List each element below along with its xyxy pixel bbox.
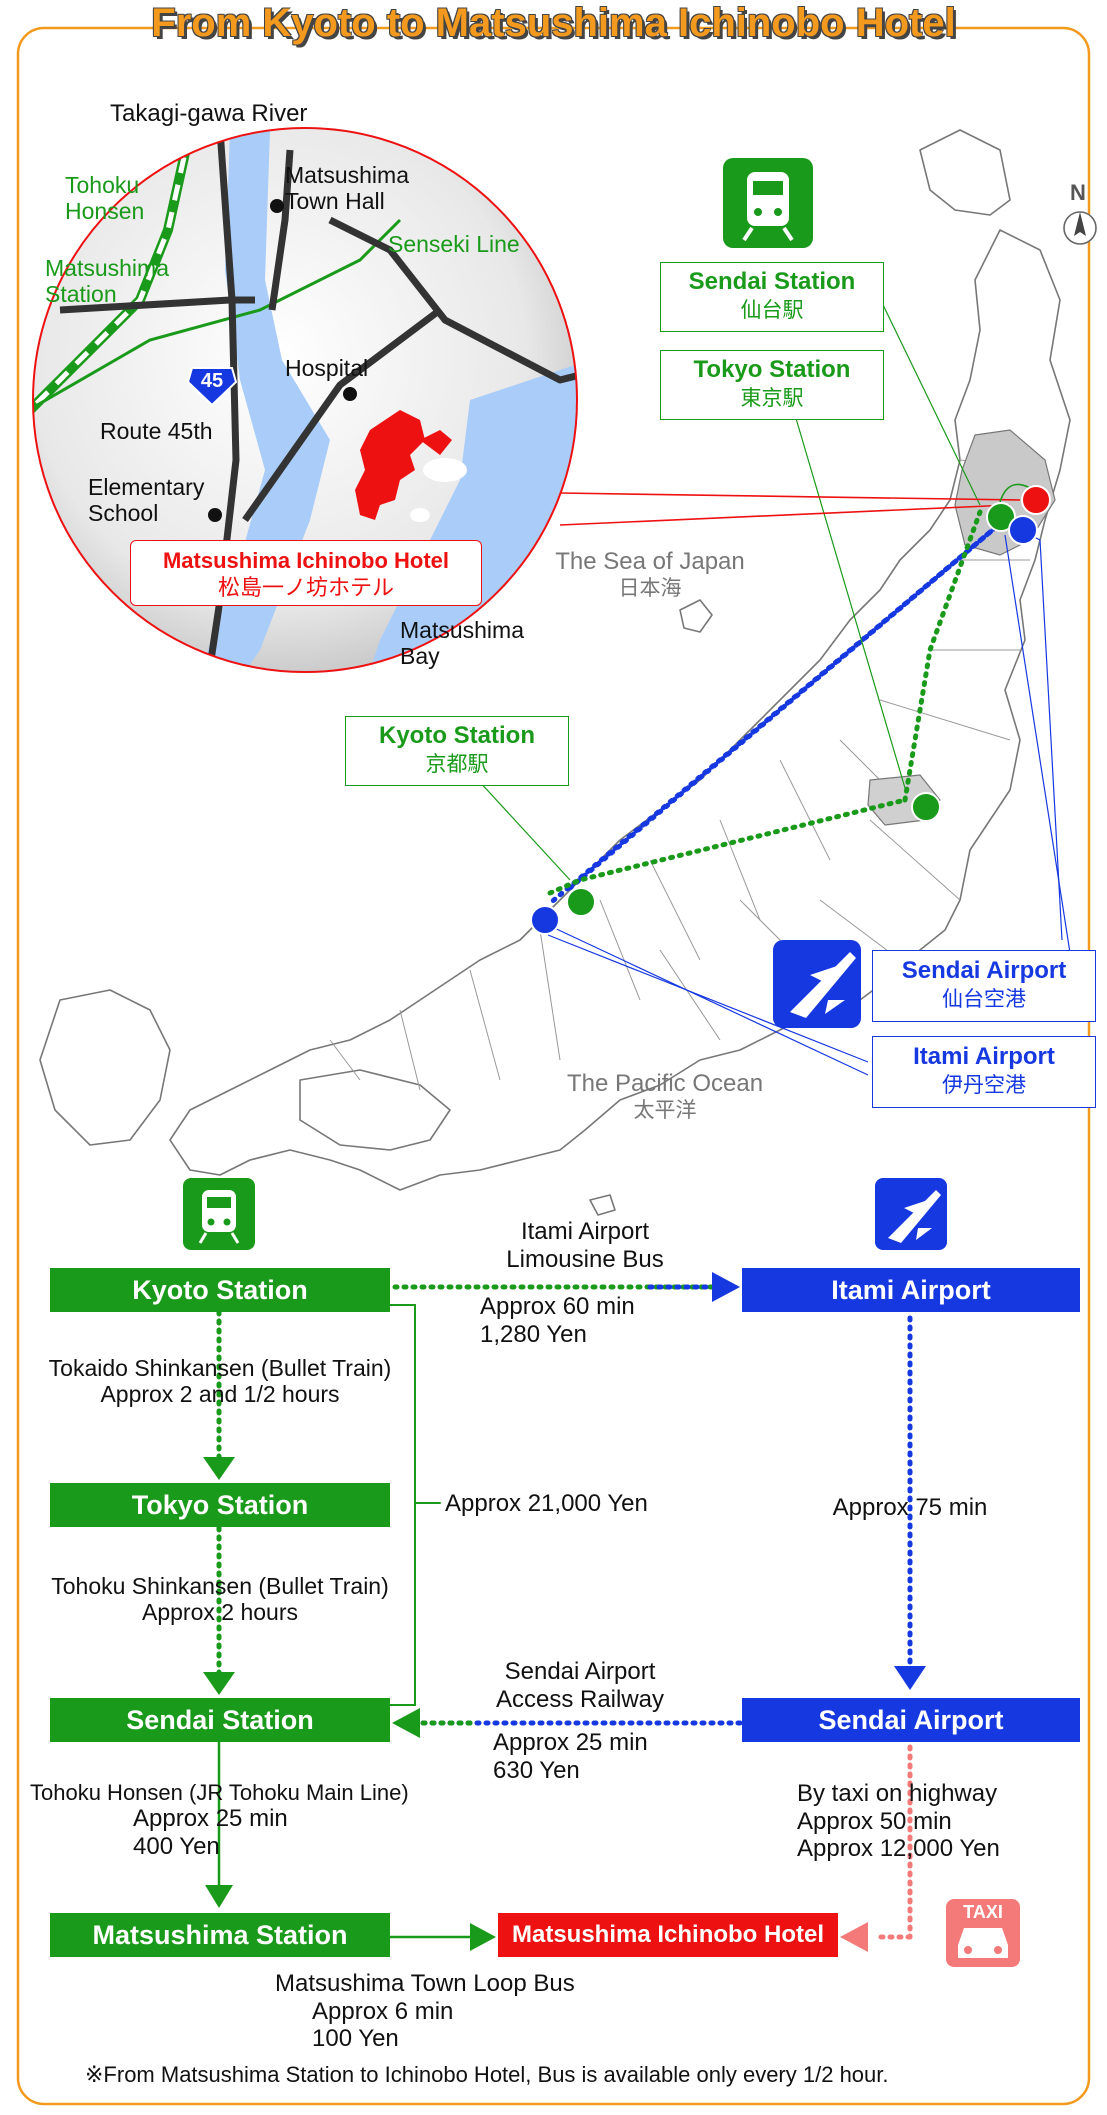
flow-kyoto-station: Kyoto Station [50, 1268, 390, 1312]
hotel-building [355, 410, 425, 520]
hospital-dot [343, 387, 357, 401]
inset-river-label: Takagi-gawa River [110, 100, 308, 127]
prefecture-lines [329, 459, 1041, 1091]
compass-label: N [1070, 180, 1086, 205]
taxi-icon-label: TAXI [963, 1902, 1003, 1922]
train-icon-flow [183, 1178, 255, 1250]
town-hall-dot [270, 199, 284, 213]
marker-sendai-station [986, 502, 1016, 532]
inset-hospital-label: Hospital [285, 355, 369, 381]
route-45-badge [186, 367, 238, 407]
flow-tohoku-shinkansen-label: Tohoku Shinkansen (Bullet Train)Approx 2… [51, 1573, 389, 1626]
route-45-number: 45 [200, 370, 224, 392]
map-routes [545, 509, 1005, 908]
marker-tokyo-station [911, 792, 941, 822]
inset-senseki-label: Senseki Line [388, 231, 520, 257]
flow-tokyo-station: Tokyo Station [50, 1483, 390, 1527]
plane-icon-flow [875, 1178, 947, 1250]
page-title: From Kyoto to Matsushima Ichinobo Hotel [151, 1, 956, 45]
marker-sendai-airport [1008, 515, 1038, 545]
compass-icon [1063, 211, 1097, 245]
train-icon-map [723, 158, 813, 248]
flow-fare-total: Approx 21,000 Yen [445, 1490, 648, 1517]
flow-hotel: Matsushima Ichinobo Hotel [498, 1913, 838, 1957]
flow-loop-bus: Matsushima Town Loop Bus Approx 6 min 10… [275, 1970, 575, 2053]
flow-arrowheads [203, 1272, 926, 1952]
flow-flight-time: Approx 75 min [832, 1494, 988, 1521]
flow-matsushima-station: Matsushima Station [50, 1913, 390, 1957]
school-dot [208, 508, 222, 522]
flow-sendai-airport: Sendai Airport [742, 1698, 1080, 1742]
flow-itami-airport: Itami Airport [742, 1268, 1080, 1312]
flow-bus-note: ※From Matsushima Station to Ichinobo Hot… [85, 2062, 889, 2087]
flow-tohoku-honsen-label: Tohoku Honsen (JR Tohoku Main Line) Appr… [30, 1780, 409, 1860]
flow-sendai-station: Sendai Station [50, 1698, 390, 1742]
plane-icon-map [773, 940, 861, 1028]
marker-hotel [1021, 485, 1051, 515]
flow-lines [216, 1284, 913, 1940]
taxi-icon [946, 1899, 1020, 1967]
flow-tokaido-label: Tokaido Shinkansen (Bullet Train)Approx … [48, 1355, 392, 1408]
inset-route-label: Route 45th [100, 418, 213, 444]
marker-kyoto-station [566, 887, 596, 917]
marker-itami-airport [530, 905, 560, 935]
